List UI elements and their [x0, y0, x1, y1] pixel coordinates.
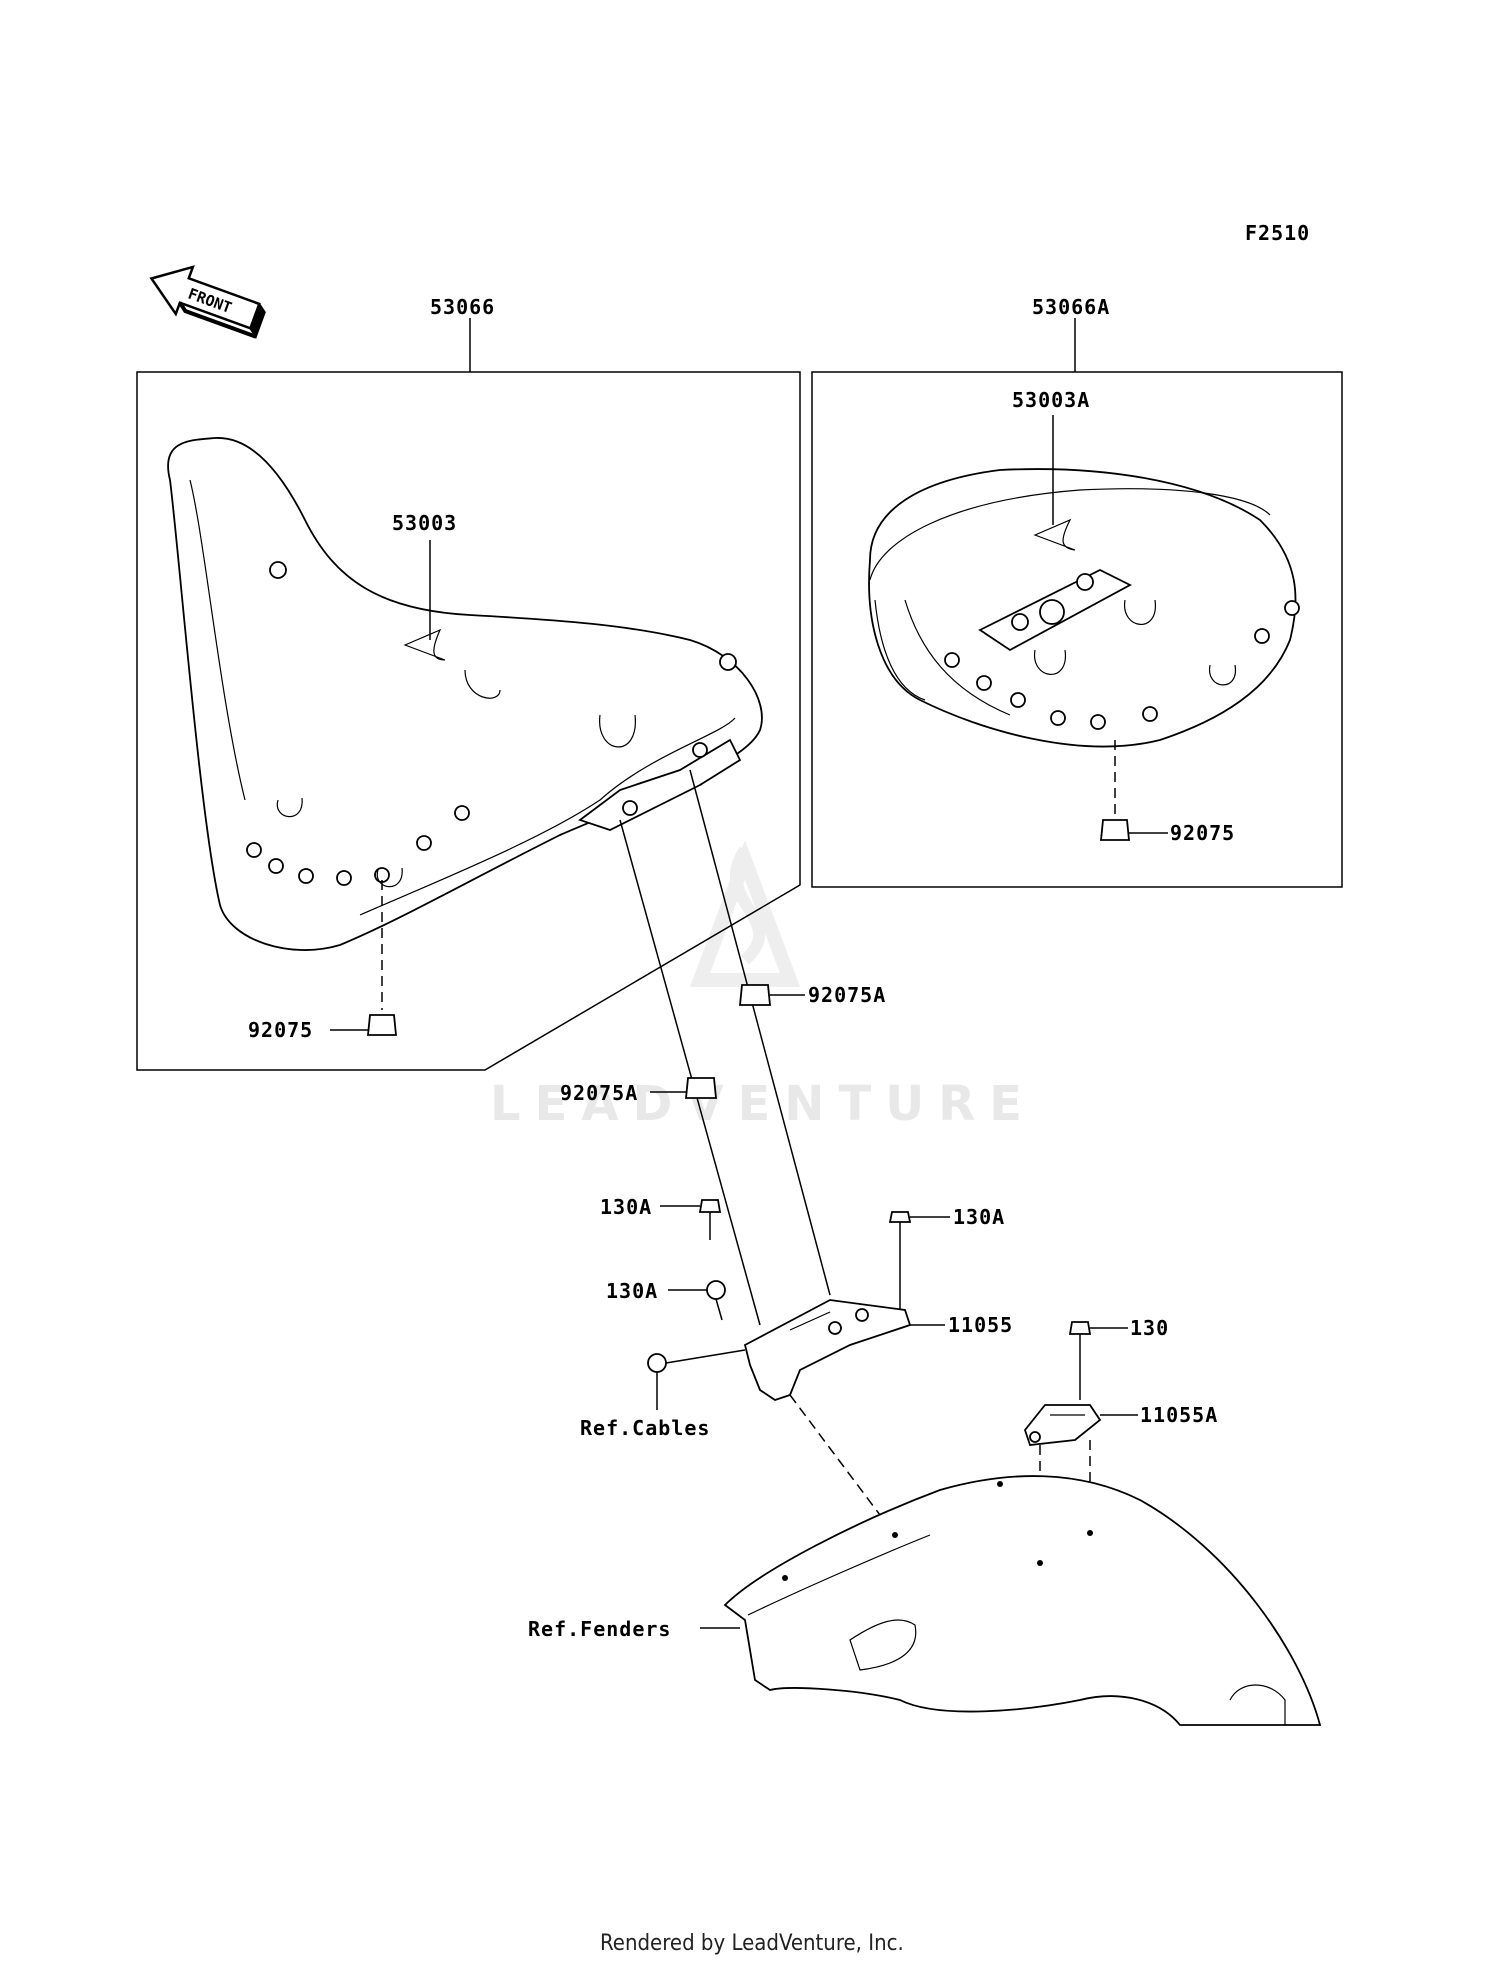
- ref-cables-bolt: Ref.Cables: [580, 1349, 746, 1440]
- callout-11055: 11055: [948, 1313, 1013, 1337]
- support-rails: [619, 769, 831, 1326]
- callout-53003A: 53003A: [1012, 388, 1090, 412]
- bolt-130a-right: 130A: [888, 1205, 1005, 1245]
- watermark: LEADVENTURE: [490, 840, 1036, 1132]
- bolt-130: 130: [1068, 1316, 1169, 1400]
- rear-seat: 53003A: [868, 388, 1300, 748]
- front-arrow-icon: FRONT: [149, 265, 266, 339]
- front-seat: 53003: [167, 437, 763, 951]
- callout-92075-rear: 92075: [1170, 821, 1235, 845]
- callout-130A-right: 130A: [953, 1205, 1005, 1229]
- callout-130: 130: [1130, 1316, 1169, 1340]
- callout-92075A-upper: 92075A: [808, 983, 886, 1007]
- rear-seat-box: 53066A: [811, 295, 1343, 888]
- bracket-11055: 11055: [743, 1245, 1013, 1401]
- footer-credit: Rendered by LeadVenture, Inc.: [600, 1931, 904, 1956]
- rear-fender: Ref.Fenders: [528, 1475, 1322, 1726]
- callout-53066: 53066: [430, 295, 495, 319]
- bracket-11055A: 11055A: [789, 1394, 1218, 1560]
- bolt-130a-left-mid: 130A: [606, 1279, 726, 1321]
- front-seat-box: 53066: [136, 295, 801, 1071]
- callout-130A-left-top: 130A: [600, 1195, 652, 1219]
- callout-ref-cables: Ref.Cables: [580, 1416, 710, 1440]
- damper-a-lower: 92075A: [560, 1077, 717, 1105]
- bolt-130a-left-top: 130A: [600, 1195, 722, 1240]
- callout-ref-fenders: Ref.Fenders: [528, 1617, 671, 1641]
- callout-53066A: 53066A: [1032, 295, 1110, 319]
- callout-92075-front: 92075: [248, 1018, 313, 1042]
- callout-130A-left-mid: 130A: [606, 1279, 658, 1303]
- damper-front: 92075: [248, 880, 397, 1042]
- callout-92075A-lower: 92075A: [560, 1081, 638, 1105]
- figure-code: F2510: [1245, 221, 1310, 245]
- damper-a-upper: 92075A: [739, 983, 886, 1007]
- watermark-text: LEADVENTURE: [490, 1076, 1036, 1132]
- callout-11055A: 11055A: [1140, 1403, 1218, 1427]
- damper-rear: 92075: [1100, 740, 1235, 845]
- callout-53003: 53003: [392, 511, 457, 535]
